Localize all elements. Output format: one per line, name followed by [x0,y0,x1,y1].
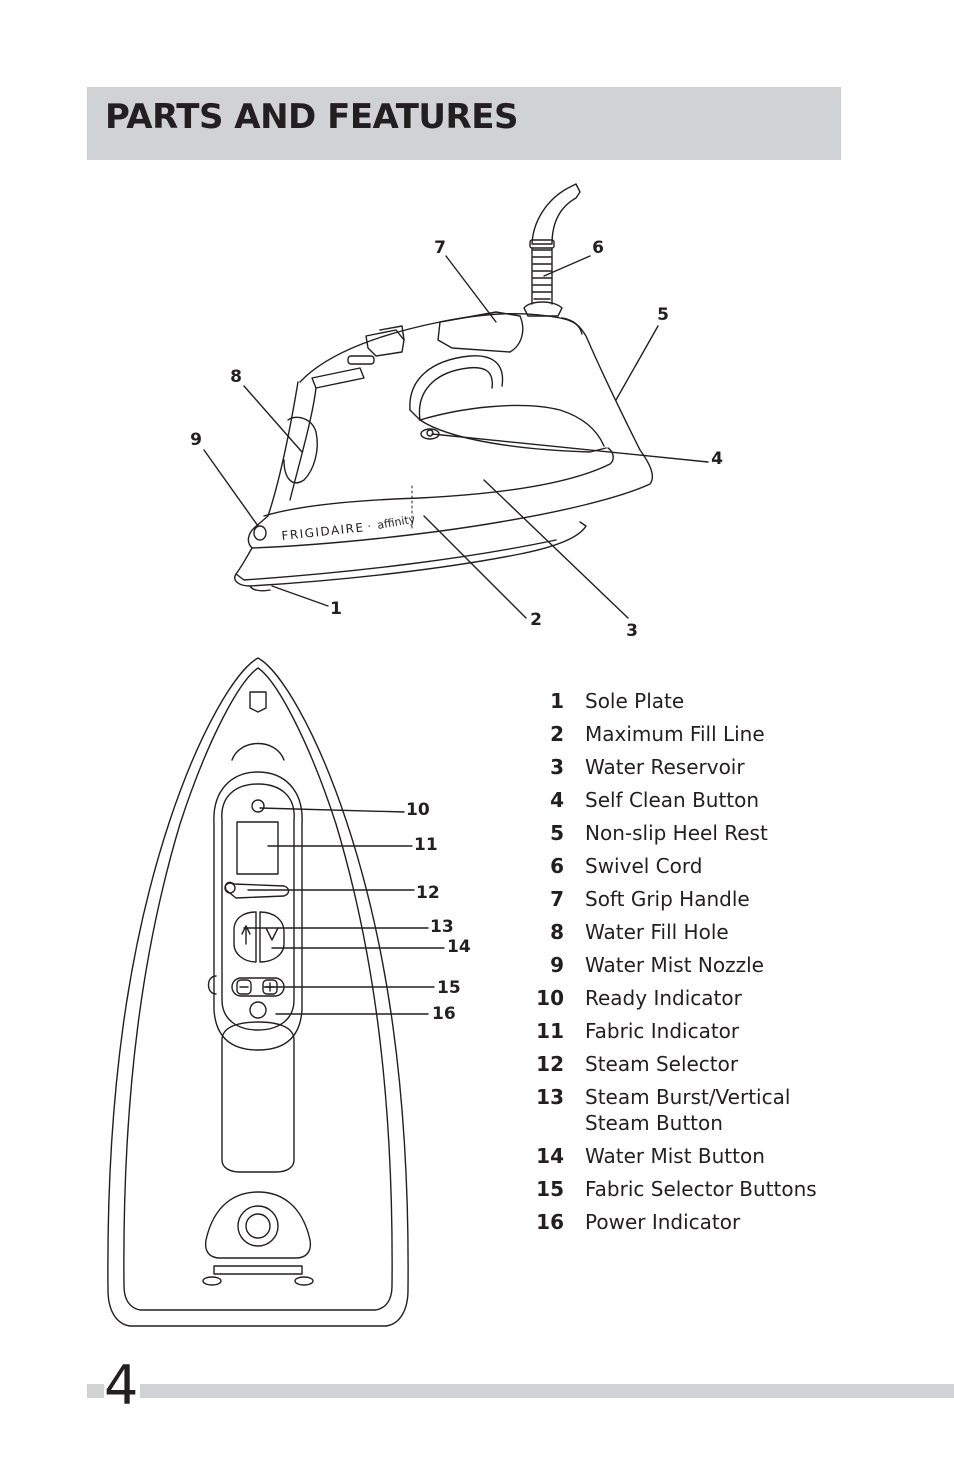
brand-separator: · [367,520,372,533]
brand-sub-text: affinity [376,512,416,532]
part-name: Fabric Selector Buttons [585,1177,817,1201]
callout-16: 16 [432,1004,456,1024]
part-number: 4 [550,788,564,812]
callout-11: 11 [414,835,438,855]
part-name: Soft Grip Handle [585,887,750,911]
part-number: 14 [536,1144,564,1168]
list-item: 2 Maximum Fill Line [527,721,847,747]
part-number: 15 [536,1177,564,1201]
callout-2: 2 [530,610,542,630]
list-item: 15 Fabric Selector Buttons [527,1176,847,1202]
part-name: Steam Selector [585,1052,739,1076]
part-number: 12 [536,1052,564,1076]
list-item: 16 Power Indicator [527,1209,847,1235]
callout-12: 12 [416,883,440,903]
list-item: 1 Sole Plate [527,688,847,714]
page-title: PARTS AND FEATURES [105,97,518,137]
part-number: 13 [536,1085,564,1109]
part-name: Water Mist Button [585,1144,765,1168]
part-name: Water Fill Hole [585,920,729,944]
part-number: 3 [550,755,564,779]
part-number: 11 [536,1019,564,1043]
list-item: 12 Steam Selector [527,1051,847,1077]
part-name: Self Clean Button [585,788,760,812]
list-item: 6 Swivel Cord [527,853,847,879]
part-number: 7 [550,887,564,911]
list-item: 9 Water Mist Nozzle [527,952,847,978]
callout-6: 6 [592,238,604,258]
part-name: Water Mist Nozzle [585,953,764,977]
callout-4: 4 [711,449,723,469]
callout-1: 1 [330,599,342,619]
list-item: 5 Non-slip Heel Rest [527,820,847,846]
part-name: Fabric Indicator [585,1019,740,1043]
part-number: 9 [550,953,564,977]
part-name: Sole Plate [585,689,685,713]
part-number: 6 [550,854,564,878]
callout-9: 9 [190,430,202,450]
part-number: 5 [550,821,564,845]
part-name: Steam Burst/Vertical Steam Button [585,1085,791,1135]
part-number: 10 [536,986,564,1010]
top-view-iron [107,657,445,1327]
callout-10: 10 [406,800,430,820]
callout-13: 13 [430,917,454,937]
part-name: Ready Indicator [585,986,742,1010]
list-item: 10 Ready Indicator [527,985,847,1011]
part-number: 2 [550,722,564,746]
brand-logo-text: FRIGIDAIRE [281,520,365,543]
part-number: 16 [536,1210,564,1234]
list-item: 3 Water Reservoir [527,754,847,780]
side-view-iron: FRIGIDAIRE · affinity [203,183,709,619]
part-name: Non-slip Heel Rest [585,821,768,845]
callout-15: 15 [437,978,461,998]
part-number: 1 [550,689,564,713]
part-name: Maximum Fill Line [585,722,765,746]
list-item: 11 Fabric Indicator [527,1018,847,1044]
list-item: 13 Steam Burst/Vertical Steam Button [527,1084,847,1136]
parts-list: 1 Sole Plate 2 Maximum Fill Line 3 Water Re… [527,688,847,1242]
callout-14: 14 [447,937,471,957]
callout-7: 7 [434,238,446,258]
callout-5: 5 [657,305,669,325]
part-name: Swivel Cord [585,854,703,878]
list-item: 8 Water Fill Hole [527,919,847,945]
list-item: 4 Self Clean Button [527,787,847,813]
part-name: Power Indicator [585,1210,741,1234]
title-bar: PARTS AND FEATURES [87,87,841,160]
list-item: 7 Soft Grip Handle [527,886,847,912]
callout-8: 8 [230,367,242,387]
part-name: Water Reservoir [585,755,745,779]
callout-3: 3 [626,621,638,641]
list-item: 14 Water Mist Button [527,1143,847,1169]
footer-bar [87,1384,954,1398]
part-number: 8 [550,920,564,944]
page-number: 4 [104,1354,141,1417]
